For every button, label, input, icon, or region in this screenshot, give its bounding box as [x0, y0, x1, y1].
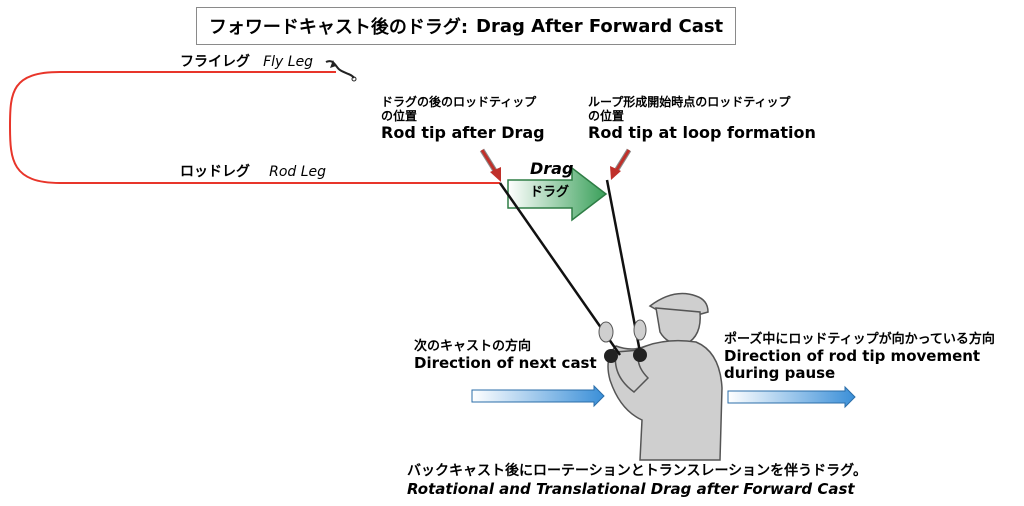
rod-tip-loop-en: Rod tip at loop formation — [588, 122, 816, 142]
fly-line-loop — [8, 71, 500, 184]
pointer-arrow-after-drag — [479, 148, 501, 182]
caption-jp: バックキャスト後にローテーションとトランスレーションを伴うドラグ。 — [407, 463, 868, 479]
fly-leg-en: Fly Leg — [263, 54, 314, 70]
next-cast-en: Direction of next cast — [414, 353, 597, 372]
next-cast-jp: 次のキャストの方向 — [414, 339, 532, 354]
title-en: Drag After Forward Cast — [476, 15, 724, 37]
next-cast-arrow — [471, 384, 605, 408]
rod-tip-loop-label: ループ形成開始時点のロッドティップ の位置 Rod tip at loop fo… — [588, 95, 816, 142]
pointer-arrow-loop-formation — [610, 148, 632, 180]
next-cast-label: 次のキャストの方向 Direction of next cast — [414, 339, 597, 372]
rod-tip-after-drag-jp: ドラグの後のロッドティップ — [381, 95, 537, 109]
rod-tip-after-drag-jp2: の位置 — [381, 108, 418, 123]
fly-leg-label: フライレグ Fly Leg — [180, 52, 313, 70]
drag-label-en: Drag — [530, 159, 574, 178]
rod-leg-label: ロッドレグ Rod Leg — [180, 162, 326, 180]
title-jp: フォワードキャスト後のドラグ: — [208, 17, 469, 38]
fly-leg-jp: フライレグ — [180, 54, 250, 70]
fly-icon — [325, 60, 357, 82]
rod-tip-movement-en2: during pause — [724, 364, 836, 383]
rod-tip-movement-en1: Direction of rod tip movement — [724, 346, 981, 365]
caption-en: Rotational and Translational Drag after … — [407, 480, 855, 499]
rod-tip-movement-jp: ポーズ中にロッドティップが向かっている方向 — [724, 332, 995, 347]
rod-tip-movement-arrow — [727, 385, 856, 409]
rod-leg-jp: ロッドレグ — [180, 164, 250, 180]
rod-tip-movement-label: ポーズ中にロッドティップが向かっている方向 Direction of rod t… — [724, 332, 995, 383]
rod-tip-after-drag-en: Rod tip after Drag — [381, 122, 545, 142]
rod-tip-loop-jp2: の位置 — [588, 108, 625, 123]
angler-figure — [607, 292, 723, 461]
rod-at-loop-formation — [605, 179, 642, 353]
rod-tip-after-drag-label: ドラグの後のロッドティップ の位置 Rod tip after Drag — [381, 95, 545, 142]
drag-label-jp: ドラグ — [530, 185, 570, 200]
rod-tip-loop-jp: ループ形成開始時点のロッドティップ — [588, 95, 791, 109]
caption: バックキャスト後にローテーションとトランスレーションを伴うドラグ。 Rotati… — [407, 463, 867, 498]
title-box: フォワードキャスト後のドラグ: Drag After Forward Cast — [196, 7, 736, 45]
hands — [598, 319, 647, 363]
rod-leg-en: Rod Leg — [269, 164, 327, 180]
